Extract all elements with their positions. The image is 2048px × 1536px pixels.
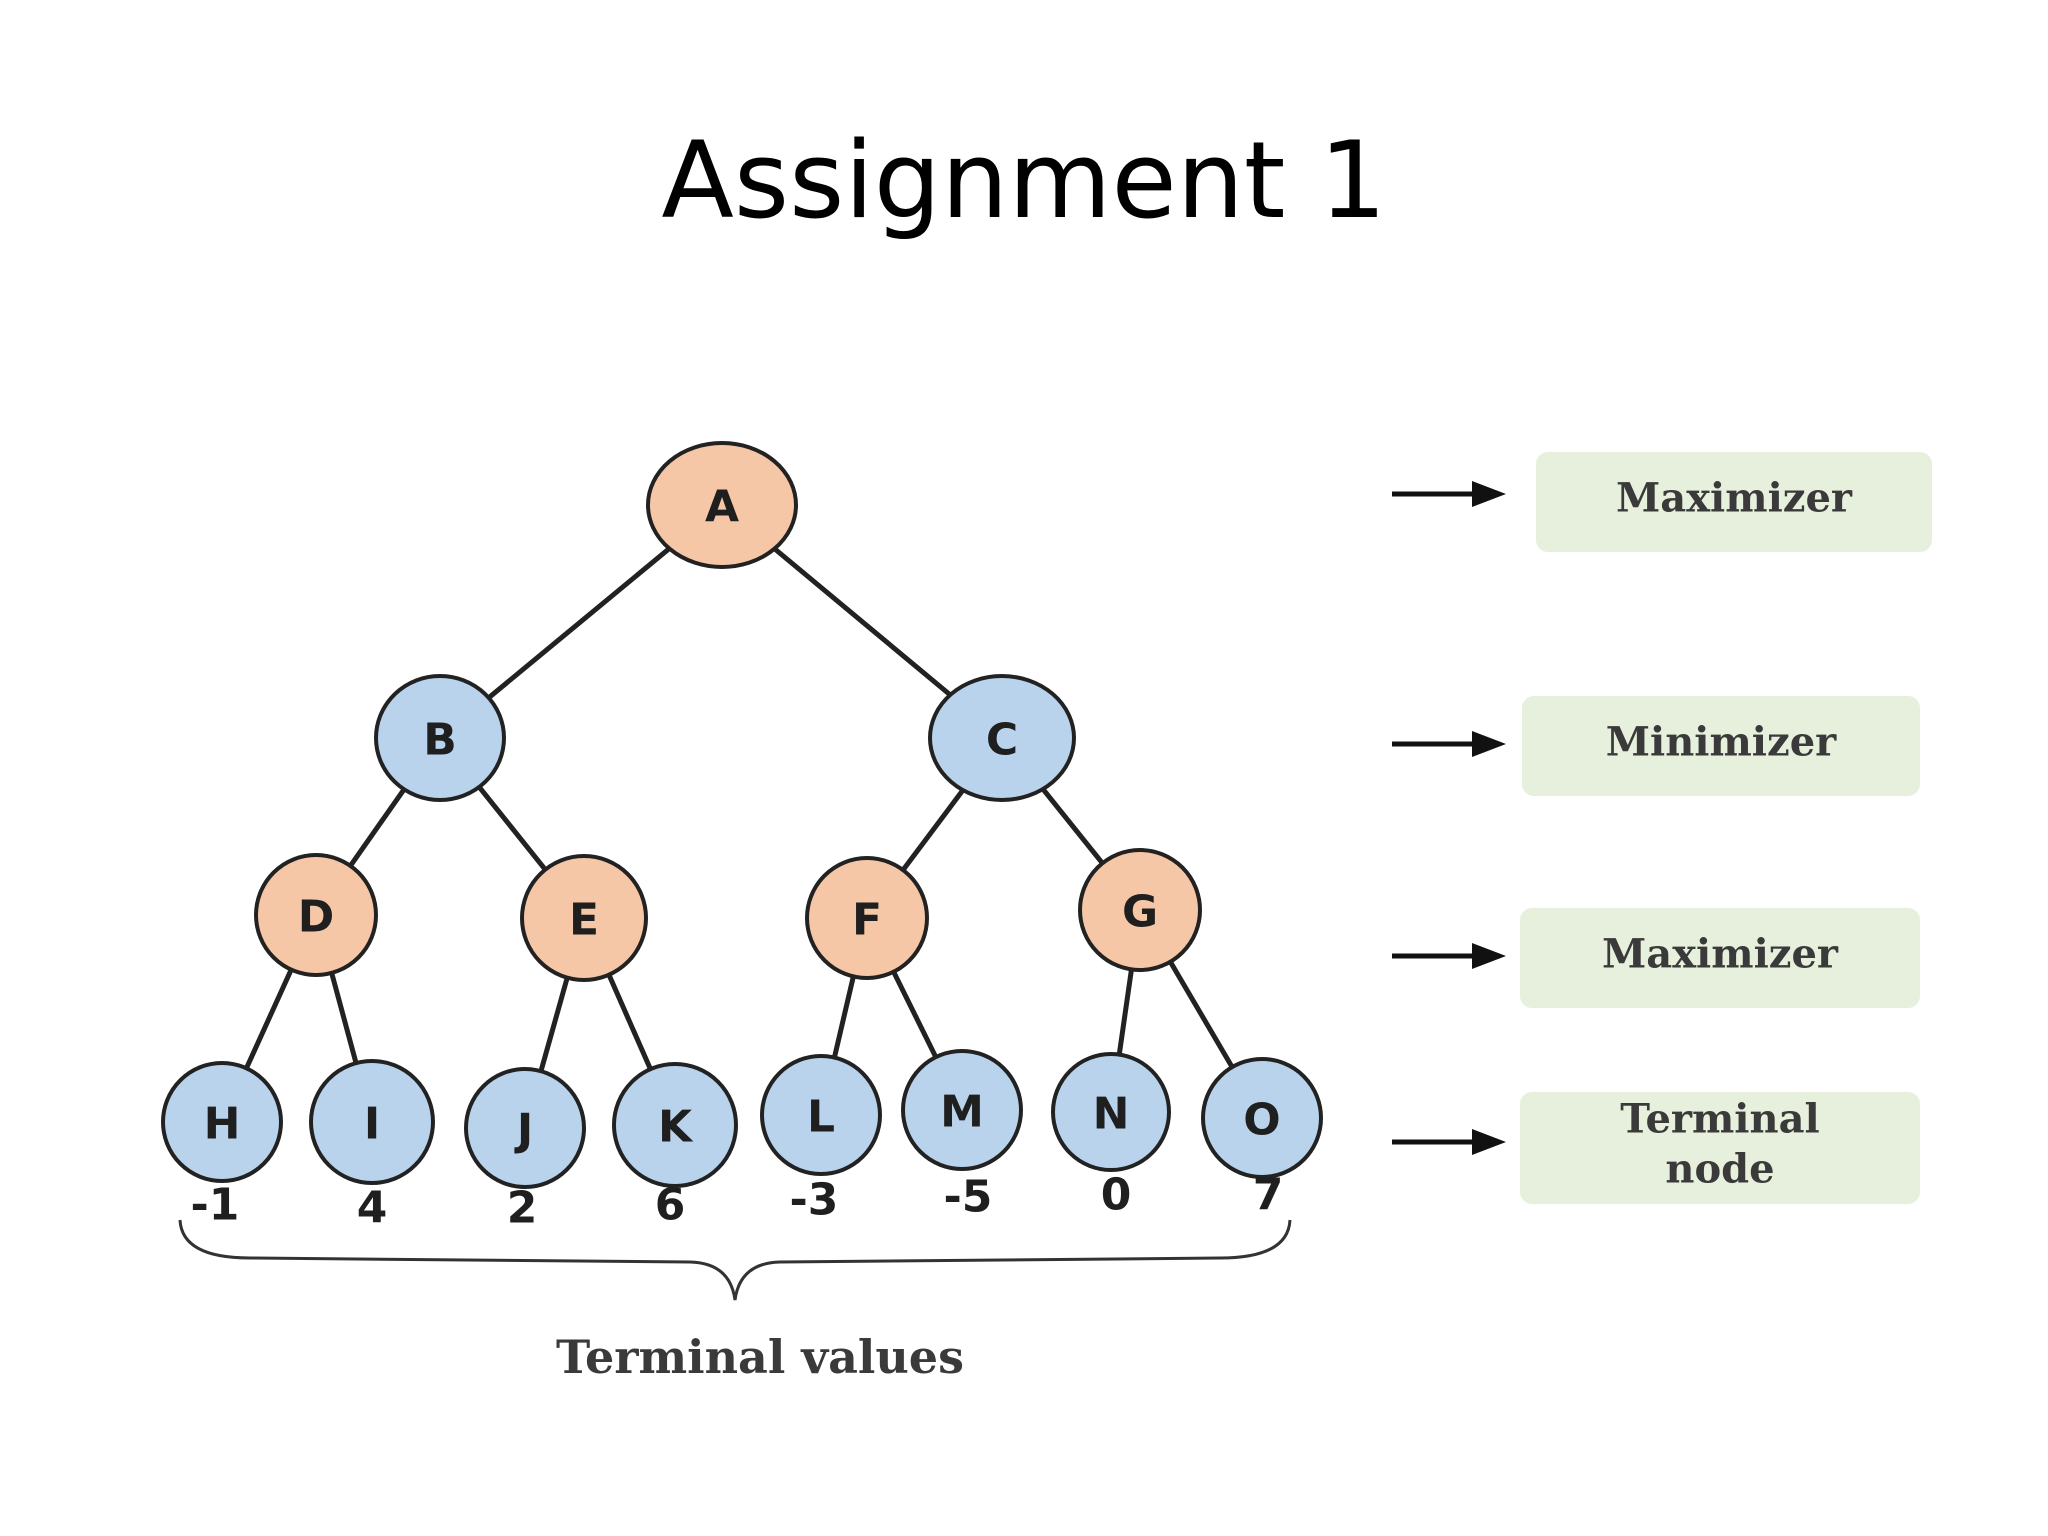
node-circle [1078, 848, 1202, 972]
node-label: E [569, 895, 599, 946]
terminal-values-brace: Terminal values [178, 1219, 1292, 1384]
node-label: A [705, 482, 739, 533]
node-h: H [161, 1061, 283, 1183]
node-k: K [612, 1062, 738, 1188]
node-g: G [1078, 848, 1202, 972]
node-n: N [1051, 1052, 1171, 1172]
node-o: O [1201, 1057, 1323, 1179]
node-label: J [514, 1105, 533, 1156]
node-label: B [423, 715, 457, 766]
edge-d-h [243, 967, 294, 1071]
node-label: O [1243, 1095, 1280, 1146]
node-circle [646, 441, 798, 569]
arrow-right-icon [1472, 943, 1506, 969]
edge-f-l [831, 974, 857, 1060]
node-circle [760, 1054, 882, 1176]
edge-d-i [328, 971, 359, 1065]
tree-nodes: A B C D E F G H I J K L M N O [161, 441, 1323, 1189]
node-c: C [928, 674, 1076, 802]
terminal-value-h: -1 [191, 1180, 240, 1231]
terminal-value-n: 0 [1101, 1170, 1132, 1221]
terminal-values: -1 4 2 6 -3 -5 0 7 [191, 1170, 1284, 1234]
node-label: D [298, 892, 335, 943]
arrow-right-icon [1472, 731, 1506, 757]
node-a: A [646, 441, 798, 569]
node-label: C [986, 715, 1018, 766]
node-circle [1201, 1057, 1323, 1179]
curly-brace [178, 1219, 1292, 1301]
node-label: K [658, 1102, 694, 1153]
node-circle [612, 1062, 738, 1188]
edge-a-c [767, 541, 957, 702]
slide-title: Assignment 1 [661, 119, 1387, 242]
node-circle [805, 856, 929, 980]
terminal-value-l: -3 [790, 1175, 839, 1226]
edge-a-b [485, 541, 677, 702]
legend-box [1520, 908, 1920, 1008]
arrow-right-icon [1472, 1129, 1506, 1155]
brace-label: Terminal values [556, 1330, 964, 1384]
node-circle [928, 674, 1076, 802]
node-label: N [1093, 1089, 1130, 1140]
legend-label: Minimizer [1606, 719, 1837, 766]
node-j: J [464, 1067, 586, 1189]
node-i: I [309, 1059, 435, 1185]
node-d: D [254, 853, 378, 977]
legend-item-2: Minimizer [1392, 696, 1920, 796]
node-circle [464, 1067, 586, 1189]
arrow-right-icon [1472, 481, 1506, 507]
node-label: I [364, 1099, 380, 1150]
node-label: H [204, 1099, 241, 1150]
legend-label: node [1665, 1146, 1774, 1193]
terminal-value-i: 4 [357, 1183, 388, 1234]
legend-label: Maximizer [1602, 931, 1839, 978]
node-m: M [901, 1049, 1023, 1171]
legend-item-3: Maximizer [1392, 908, 1920, 1008]
edge-f-m [890, 969, 939, 1060]
node-circle [1051, 1052, 1171, 1172]
edge-c-f [900, 785, 968, 873]
edge-e-k [606, 972, 654, 1072]
edge-g-o [1167, 959, 1235, 1070]
edge-e-j [538, 975, 570, 1074]
node-circle [520, 854, 648, 982]
legend-box [1536, 452, 1932, 552]
node-circle [901, 1049, 1023, 1171]
legend-box [1520, 1092, 1920, 1204]
terminal-value-k: 6 [655, 1180, 686, 1231]
legend-item-1: Maximizer [1392, 452, 1932, 552]
terminal-value-m: -5 [944, 1172, 993, 1223]
edge-c-g [1038, 783, 1106, 866]
legend-label: Terminal [1620, 1096, 1819, 1143]
node-label: G [1122, 887, 1158, 938]
node-label: F [852, 895, 882, 946]
node-label: M [940, 1087, 984, 1138]
legend-box [1522, 696, 1920, 796]
node-circle [254, 853, 378, 977]
edge-b-e [476, 783, 548, 873]
node-e: E [520, 854, 648, 982]
node-circle [374, 674, 506, 802]
terminal-value-o: 7 [1253, 1170, 1284, 1221]
node-circle [161, 1061, 283, 1183]
terminal-value-j: 2 [507, 1183, 538, 1234]
node-label: L [807, 1092, 835, 1143]
node-b: B [374, 674, 506, 802]
node-circle [309, 1059, 435, 1185]
tree-edges [243, 541, 1235, 1074]
edge-g-n [1116, 967, 1135, 1057]
node-l: L [760, 1054, 882, 1176]
node-f: F [805, 856, 929, 980]
edge-b-d [347, 786, 408, 869]
legend-label: Maximizer [1616, 475, 1853, 522]
